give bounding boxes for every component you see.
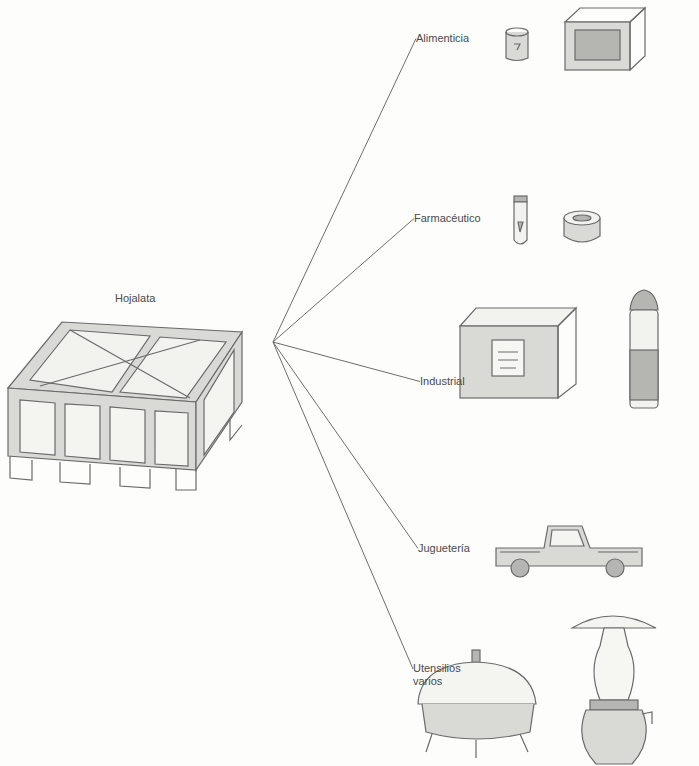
tinplate-crate	[8, 322, 242, 490]
can-label-lines	[498, 352, 518, 368]
crate-top-braces	[40, 330, 200, 398]
can-front	[460, 326, 558, 398]
can-side	[558, 308, 576, 398]
node-label: Farmacéutico	[414, 212, 504, 225]
oil-lamp	[572, 616, 656, 764]
pot-body	[422, 704, 534, 739]
category-label: Industrial	[420, 375, 490, 388]
connector-stroke	[273, 342, 413, 669]
lamp-chimney	[594, 628, 634, 700]
tube-cap	[514, 196, 527, 202]
tin-lid	[564, 211, 600, 225]
truck-window	[550, 530, 584, 546]
node-label: Juguetería	[418, 542, 488, 555]
tin-mark	[573, 215, 591, 221]
pot-legs	[426, 734, 528, 758]
node-label: Utensilios varios	[413, 662, 469, 688]
connector-line	[273, 39, 416, 343]
food-box	[565, 8, 645, 70]
connector-stroke	[273, 39, 416, 343]
can-mark	[514, 44, 520, 50]
can-top	[460, 308, 576, 326]
connector-line	[273, 342, 413, 669]
category-label: Juguetería	[418, 542, 488, 555]
node-label: Hojalata	[115, 292, 155, 305]
category-label: Farmacéutico	[414, 212, 504, 225]
category-label: Utensilios varios	[413, 662, 469, 688]
category-label: Alimenticia	[416, 32, 496, 45]
spray-can	[630, 290, 658, 408]
pharma-tin	[564, 211, 600, 242]
connector-stroke	[273, 342, 418, 549]
can-lid	[506, 28, 528, 36]
crate-feet	[10, 420, 242, 490]
crate-front	[8, 388, 196, 470]
crate-front-panels	[20, 400, 188, 466]
pharma-tube	[514, 196, 527, 244]
material-node: Hojalata	[5, 290, 273, 480]
connector-line	[273, 219, 414, 343]
lamp-collar	[590, 700, 638, 710]
box-side	[630, 8, 645, 70]
truck-wheel	[511, 559, 529, 577]
lamp-base	[582, 710, 646, 764]
spray-top	[630, 290, 658, 310]
connector-stroke	[273, 219, 414, 343]
node-label: Alimenticia	[416, 32, 496, 45]
connector-stroke	[273, 342, 420, 382]
lamp-key	[642, 712, 652, 724]
spray-band	[630, 350, 658, 400]
truck-wheel	[606, 559, 624, 577]
node-label: Industrial	[420, 375, 490, 388]
connector-line	[273, 342, 420, 382]
truck-bed-lines	[500, 551, 638, 552]
spray-body	[630, 310, 658, 408]
box-front	[565, 22, 630, 70]
tube-mark	[518, 222, 523, 232]
crate-top-panels	[30, 330, 226, 398]
can-label	[492, 340, 524, 376]
food-can	[506, 28, 528, 61]
box-label	[575, 30, 620, 60]
industrial-can	[460, 308, 576, 398]
tube-body	[514, 202, 527, 244]
connector-line	[273, 342, 418, 549]
toy-truck	[496, 526, 642, 577]
lamp-shade	[572, 616, 656, 628]
